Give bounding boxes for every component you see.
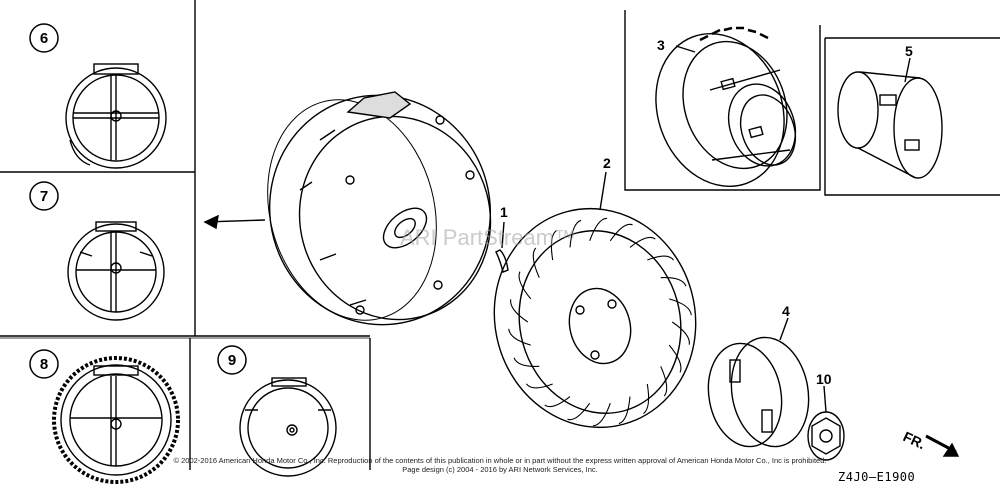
callout-10[interactable]: 10 bbox=[816, 371, 832, 387]
fan-blade bbox=[510, 299, 529, 323]
callout-3[interactable]: 3 bbox=[657, 37, 665, 53]
fan-cover-cup bbox=[655, 26, 797, 188]
fan-blade bbox=[647, 255, 675, 261]
starter-pulley-variant-8 bbox=[52, 356, 180, 484]
variant-labels: 6 7 8 9 bbox=[29, 23, 247, 379]
woodruff-key bbox=[495, 221, 509, 273]
starter-pulley-variant-9 bbox=[239, 377, 337, 477]
diagram-code: Z4J0—E1900 bbox=[838, 470, 916, 484]
fan-blade bbox=[508, 328, 531, 346]
watermark: ARI PartStream™ bbox=[400, 225, 577, 250]
variant-label-6: 6 bbox=[40, 30, 48, 47]
variant-panel-borders bbox=[0, 0, 371, 470]
fan-blade bbox=[589, 217, 608, 241]
fan-blade bbox=[668, 344, 682, 373]
variant-arrow bbox=[203, 214, 266, 230]
fan-blade bbox=[671, 321, 690, 345]
fan-blade bbox=[518, 271, 532, 300]
fan-blade bbox=[629, 236, 656, 248]
fan-blade bbox=[569, 219, 582, 248]
fan-blade bbox=[550, 229, 557, 261]
fan-blade bbox=[567, 402, 591, 421]
cup-panel-borders bbox=[624, 10, 1000, 196]
copyright-line-2: Page design (c) 2004 - 2016 by ARI Netwo… bbox=[402, 465, 598, 474]
starter-pulley-variant-7 bbox=[67, 221, 165, 321]
fan-blade bbox=[669, 298, 692, 316]
fan-blade bbox=[609, 223, 633, 242]
starter-pulley-main bbox=[267, 91, 492, 326]
fan-blade bbox=[532, 247, 540, 278]
callout-1[interactable]: 1 bbox=[500, 204, 508, 220]
direction-label: FR. bbox=[901, 428, 928, 452]
cooling-fan bbox=[493, 171, 697, 429]
variant-label-9: 9 bbox=[228, 352, 236, 369]
fan-blade bbox=[525, 383, 553, 389]
starter-cup bbox=[837, 57, 943, 179]
callout-5[interactable]: 5 bbox=[905, 43, 913, 59]
flange-nut bbox=[807, 385, 845, 461]
variant-label-7: 7 bbox=[40, 188, 48, 205]
fan-blade bbox=[592, 403, 611, 427]
front-direction-arrow bbox=[925, 434, 960, 457]
copyright-notice: © 2002-2016 American Honda Motor Co., In… bbox=[140, 456, 860, 474]
callout-2[interactable]: 2 bbox=[603, 155, 611, 171]
fan-blade bbox=[660, 277, 687, 287]
fan-blade bbox=[660, 366, 668, 397]
fan-blade bbox=[544, 396, 571, 408]
copyright-line-1: © 2002-2016 American Honda Motor Co., In… bbox=[173, 456, 827, 465]
fan-blade bbox=[643, 383, 650, 415]
starter-ratchet bbox=[707, 317, 810, 448]
fan-blade bbox=[618, 396, 631, 425]
variant-label-8: 8 bbox=[40, 356, 48, 373]
callout-4[interactable]: 4 bbox=[782, 303, 790, 319]
fan-blade bbox=[513, 357, 540, 367]
starter-pulley-variant-6 bbox=[65, 63, 167, 169]
